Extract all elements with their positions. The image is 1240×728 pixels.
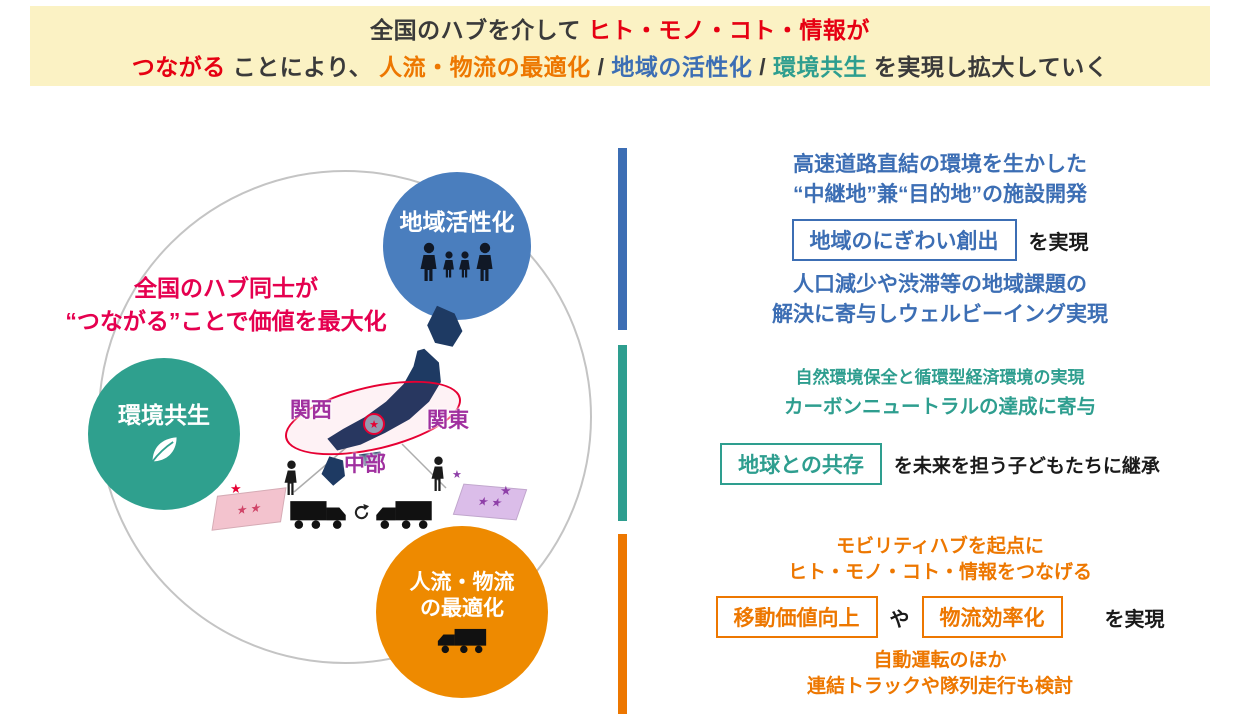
hub-center-marker: ★ [363,413,385,435]
bubble-regional-label: 地域活性化 [399,209,515,235]
japan-map-icon [321,305,463,486]
star-icon: ★ [475,494,491,509]
benefit-environment-content: 自然環境保全と循環型経済環境の実現 カーボンニュートラルの達成に寄与 地球との共… [640,345,1240,521]
bubble-mobility-label-line2: の最適化 [420,596,504,620]
cycle-arrow-icon [354,504,370,520]
star-icon: ★ [452,469,462,481]
accent-bar-teal [618,345,627,521]
banner-line2-connect: つながる [131,53,226,80]
banner-line-1: 全国のハブを介して ヒト・モノ・コト・情報が [370,11,870,45]
keyword-box-nigiwai: 地域のにぎわい創出 [791,219,1017,261]
banner-line2-environment: 環境共生 [773,53,868,80]
star-icon: ★ [230,481,242,496]
diagram-headline-line2: “つながる”ことで価値を最大化 [65,308,387,334]
keyword-box-butsuryu: 物流効率化 [921,596,1063,638]
star-icon: ★ [500,483,512,498]
banner-line2-regional: 地域の活性化 [611,53,753,80]
leaf-icon [151,437,177,462]
bubble-mobility-label: 人流・物流 の最適化 [410,570,515,622]
banner-line2-mobility: 人流・物流の最適化 [379,53,591,80]
benefit-environment-box-row: 地球との共存 を未来を担う子どもたちに継承 [720,443,1160,485]
benefit-mobility-line4: 連結トラックや隊列走行も検討 [806,676,1073,697]
benefit-mobility-line3: 自動運転のほか [873,650,1007,671]
keyword-box-ido-kachi: 移動価値向上 [715,596,878,638]
banner-line-2: つながる ことにより、 人流・物流の最適化 / 地域の活性化 / 環境共生 を実… [132,48,1108,82]
banner-line2-slash2: / [759,53,767,80]
banner: 全国のハブを介して ヒト・モノ・コト・情報が つながる ことにより、 人流・物流… [30,6,1210,86]
diagram-headline: 全国のハブ同士が “つながる”ことで価値を最大化 [36,272,416,338]
banner-line2-by: ことにより、 [232,53,373,80]
banner-line2-tail: を実現し拡大していく [873,53,1109,80]
benefit-environment-line1: 自然環境保全と循環型経済環境の実現 [795,368,1085,387]
benefit-section-environment: 自然環境保全と循環型経済環境の実現 カーボンニュートラルの達成に寄与 地球との共… [618,345,1240,521]
benefit-mobility-suffix: を実現 [1104,608,1165,631]
keyword-box-kyozon: 地球との共存 [720,443,882,485]
banner-line1-lead: 全国のハブを介して [370,16,581,43]
benefit-mobility-connector: や [889,608,910,631]
map-label-kanto: 関東 [427,409,469,432]
star-icon: ★ [235,501,249,518]
diagram-headline-line1: 全国のハブ同士が [134,275,318,301]
benefit-regional-box-row: 地域のにぎわい創出 を実現 [791,219,1089,261]
benefit-environment-suffix: を未来を担う子どもたちに継承 [893,455,1160,477]
benefit-section-regional: 高速道路直結の環境を生かした “中継地”兼“目的地”の施設開発 地域のにぎわい創… [618,148,1240,330]
map-label-chubu: 中部 [344,453,386,476]
star-icon: ★ [369,418,379,431]
benefit-regional-line3: 人口減少や渋滞等の地域課題の [793,273,1087,296]
bubble-environment: 環境共生 [88,358,240,510]
accent-bar-orange [618,534,627,714]
accent-bar-blue [618,148,627,330]
benefit-environment-line2: カーボンニュートラルの達成に寄与 [783,396,1096,418]
benefit-regional-line4: 解決に寄与しウェルビーイング実現 [772,303,1108,326]
banner-line1-highlight: ヒト・モノ・コト・情報が [587,16,870,43]
person-icon [284,460,297,495]
benefit-regional-line1: 高速道路直結の環境を生かした [793,153,1087,176]
bubble-mobility-label-line1: 人流・物流 [409,570,515,594]
benefit-regional-line2: “中継地”兼“目的地”の施設開発 [793,183,1087,206]
bubble-environment-label: 環境共生 [118,402,210,428]
benefit-mobility-line2: ヒト・モノ・コト・情報をつなげる [787,562,1092,583]
benefit-section-mobility: モビリティハブを起点に ヒト・モノ・コト・情報をつなげる 移動価値向上 や 物流… [618,534,1240,714]
truck-icon [376,501,432,529]
benefit-regional-suffix: を実現 [1028,231,1089,254]
family-icon [420,242,493,281]
person-icon [431,456,444,491]
benefit-regional-content: 高速道路直結の環境を生かした “中継地”兼“目的地”の施設開発 地域のにぎわい創… [640,148,1240,330]
bubble-regional-revitalization: 地域活性化 [383,172,531,320]
banner-line2-slash1: / [597,53,605,80]
benefit-mobility-content: モビリティハブを起点に ヒト・モノ・コト・情報をつなげる 移動価値向上 や 物流… [640,534,1240,714]
regional-map-purple: ★ ★ [452,483,528,521]
benefit-mobility-box-row: 移動価値向上 や 物流効率化 を実現 [715,596,1165,638]
truck-icon [290,501,346,529]
star-icon: ★ [249,500,263,517]
benefit-mobility-line1: モビリティハブを起点に [836,536,1044,557]
truck-icon [437,628,487,653]
bubble-mobility-optimization: 人流・物流 の最適化 [376,526,548,698]
map-label-kansai: 関西 [290,399,332,422]
